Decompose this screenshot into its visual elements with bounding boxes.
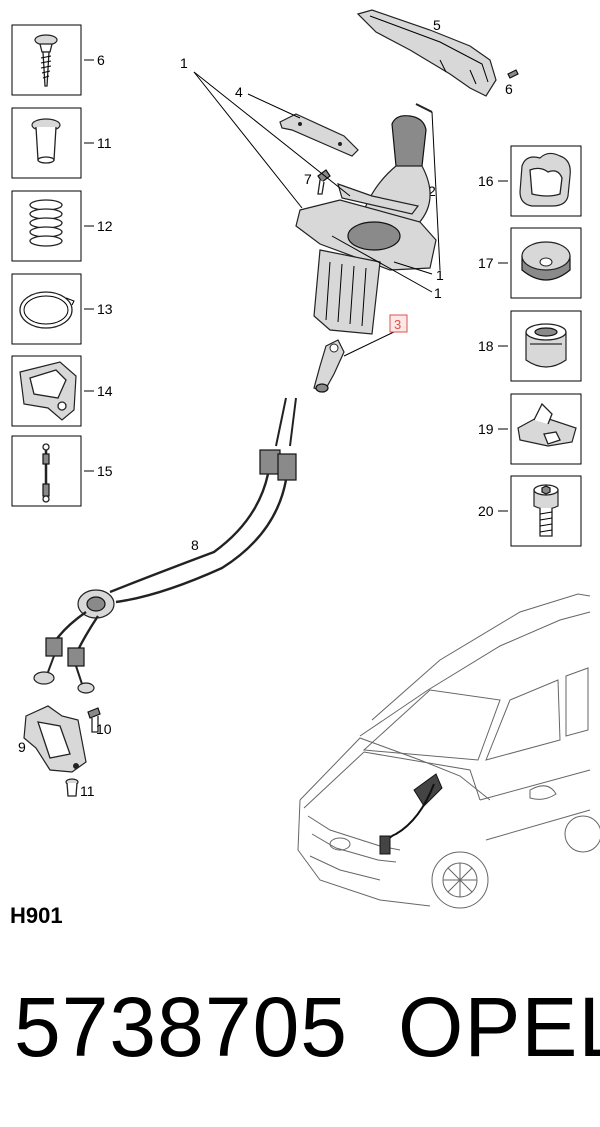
part-box bbox=[11, 190, 82, 262]
sleeve-icon bbox=[31, 118, 61, 164]
joint-part-3[interactable] bbox=[313, 339, 345, 393]
sidebar-item-15[interactable]: 15 bbox=[11, 435, 113, 507]
callout-8: 8 bbox=[191, 537, 199, 553]
sidebar-item-18[interactable]: 18 bbox=[478, 310, 582, 382]
bolt-icon bbox=[533, 484, 559, 537]
sidebar-item-12[interactable]: 12 bbox=[11, 190, 113, 262]
highlight-label-3[interactable]: 3 bbox=[389, 314, 408, 333]
sidebar-item-17[interactable]: 17 bbox=[478, 227, 582, 299]
vehicle-location-illustration bbox=[297, 593, 600, 909]
bolt-part-7[interactable] bbox=[317, 169, 331, 195]
clip-icon bbox=[517, 402, 577, 447]
sidebar-item-13[interactable]: 13 bbox=[11, 273, 113, 345]
sidebar-item-20[interactable]: 20 bbox=[478, 475, 582, 547]
callout-11: 11 bbox=[80, 783, 95, 799]
cable-end-icon bbox=[42, 443, 50, 503]
callout-2: 2 bbox=[428, 183, 436, 199]
bracket-icon bbox=[19, 361, 77, 421]
part-box bbox=[510, 145, 582, 217]
plate-part-4[interactable] bbox=[279, 113, 359, 157]
part-box bbox=[11, 435, 82, 507]
callout-10: 10 bbox=[96, 721, 112, 737]
part-label: 11 bbox=[97, 135, 112, 151]
cable-assembly-part-8[interactable] bbox=[33, 397, 297, 694]
part-box bbox=[11, 355, 82, 427]
brand-name: OPEL bbox=[398, 980, 600, 1074]
bracket-part-9[interactable] bbox=[23, 705, 87, 773]
part-label: 15 bbox=[97, 463, 113, 479]
diagram-code: H901 bbox=[10, 903, 63, 928]
bolt-part-10[interactable] bbox=[87, 707, 101, 733]
callout-6: 6 bbox=[505, 81, 513, 97]
sidebar-item-19[interactable]: 19 bbox=[478, 393, 582, 465]
sidebar-left: 6 11 12 bbox=[11, 24, 113, 507]
part-box bbox=[11, 107, 82, 179]
spring-icon bbox=[29, 199, 63, 247]
part-label: 13 bbox=[97, 301, 113, 317]
callout-9: 9 bbox=[18, 739, 26, 755]
part-label: 19 bbox=[478, 421, 494, 437]
screw-icon bbox=[34, 34, 58, 87]
sleeve-part-11[interactable] bbox=[65, 778, 79, 797]
callout-1b: 1 bbox=[436, 267, 444, 283]
sidebar-right: 16 17 18 bbox=[478, 145, 582, 547]
parts-diagram: 6 11 12 bbox=[11, 9, 600, 909]
washer-icon bbox=[521, 241, 571, 281]
callout-5: 5 bbox=[433, 17, 441, 33]
screw-part-6[interactable] bbox=[507, 69, 519, 79]
part-label: 16 bbox=[478, 173, 494, 189]
part-label: 17 bbox=[478, 255, 494, 271]
circlip-icon bbox=[19, 291, 75, 329]
callout-1c: 1 bbox=[434, 285, 442, 301]
part-label: 18 bbox=[478, 338, 494, 354]
rod-part-2[interactable] bbox=[415, 103, 433, 113]
sidebar-item-16[interactable]: 16 bbox=[478, 145, 582, 217]
part-box bbox=[510, 227, 582, 299]
part-box bbox=[11, 273, 82, 345]
sidebar-item-6[interactable]: 6 bbox=[11, 24, 105, 96]
part-label: 20 bbox=[478, 503, 494, 519]
part-box bbox=[11, 24, 82, 96]
callout-4: 4 bbox=[235, 84, 243, 100]
part-label: 6 bbox=[97, 52, 105, 68]
part-box bbox=[510, 393, 582, 465]
shifter-assembly-part-1[interactable] bbox=[295, 115, 437, 335]
sidebar-item-14[interactable]: 14 bbox=[11, 355, 113, 427]
bushing-icon bbox=[525, 323, 567, 368]
callout-3: 3 bbox=[394, 317, 401, 332]
part-box bbox=[510, 310, 582, 382]
part-number: 5738705 bbox=[14, 980, 349, 1074]
cover-part-5[interactable] bbox=[356, 9, 497, 97]
part-label: 12 bbox=[97, 218, 113, 234]
callout-7: 7 bbox=[304, 171, 312, 187]
callout-1a: 1 bbox=[180, 55, 188, 71]
part-box bbox=[510, 475, 582, 547]
sidebar-item-11[interactable]: 11 bbox=[11, 107, 112, 179]
boot-icon bbox=[519, 152, 571, 207]
part-label: 14 bbox=[97, 383, 113, 399]
